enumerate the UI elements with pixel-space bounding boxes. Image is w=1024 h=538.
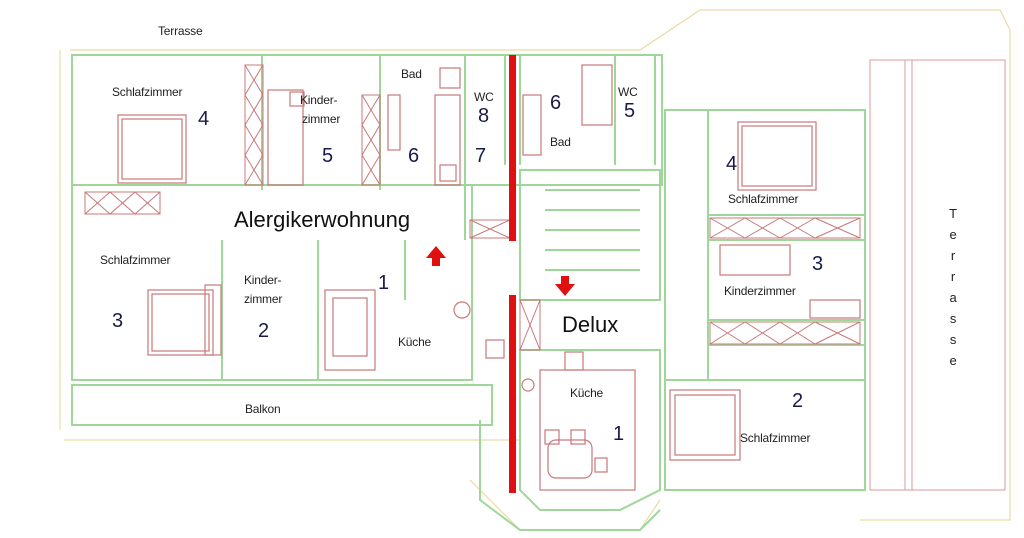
kitchen-right-label: Küche (570, 386, 604, 400)
kids-room-3-number: 3 (812, 253, 824, 275)
terrace-top-label: Terrasse (158, 24, 203, 38)
terrace-right-letter: T (949, 206, 957, 221)
kids-room-2-label-1: Kinder- (244, 273, 282, 287)
arrow-down-icon (555, 276, 575, 296)
bedroom-3-label: Schlafzimmer (100, 253, 171, 267)
walls (71, 54, 866, 531)
apartment-divider (509, 55, 516, 493)
bedroom-2-right-label: Schlafzimmer (740, 431, 811, 445)
balcony-label: Balkon (245, 402, 281, 416)
allergy-apartment-title: Alergikerwohnung (230, 207, 415, 233)
kids-room-2-number: 2 (258, 320, 270, 342)
wc-right-label: WC (618, 85, 638, 99)
kids-room-5-label-2: zimmer (302, 112, 341, 126)
furniture (117, 64, 861, 491)
bedroom-4-right-number: 4 (726, 153, 738, 175)
terrace-right-letter: s (949, 311, 957, 326)
bedroom-3-number: 3 (112, 310, 124, 332)
kids-room-3-label: Kinderzimmer (724, 284, 796, 298)
kitchen-right-number: 1 (613, 423, 625, 445)
bath-right-number: 6 (550, 92, 562, 114)
arrow-up-icon (426, 246, 446, 266)
terrace-right (869, 59, 1006, 491)
terrace-right-letter: a (949, 290, 957, 305)
bedroom-4-label: Schlafzimmer (112, 85, 183, 99)
terrace-right-letter: e (949, 227, 957, 242)
wc-right-number: 5 (624, 100, 636, 122)
kids-room-5-number: 5 (322, 145, 334, 167)
bath-left-label: Bad (401, 67, 422, 81)
terrace-right-letter: r (950, 269, 956, 284)
bedroom-4-right-label: Schlafzimmer (728, 192, 799, 206)
bath-left-number: 6 (408, 145, 420, 167)
bath-right-label: Bad (550, 135, 571, 149)
kids-room-2-label-2: zimmer (244, 292, 283, 306)
wc-left-number: 8 (478, 105, 490, 127)
kitchen-left-label: Küche (398, 335, 432, 349)
terrace-right-letter: s (949, 332, 957, 347)
terrace-right-letter: r (950, 248, 956, 263)
wardrobes (84, 64, 861, 351)
kitchen-left-number: 1 (378, 272, 390, 294)
site-outline (59, 9, 1011, 531)
wc-left-label: WC (474, 90, 494, 104)
bedroom-4-number: 4 (198, 108, 210, 130)
terrace-right-letter: e (949, 353, 957, 368)
entrance-arrows (426, 246, 575, 296)
kids-room-5-label-1: Kinder- (300, 93, 338, 107)
room-7-number: 7 (475, 145, 487, 167)
delux-apartment-title: Delux (558, 312, 623, 338)
bedroom-2-right-number: 2 (792, 390, 804, 412)
